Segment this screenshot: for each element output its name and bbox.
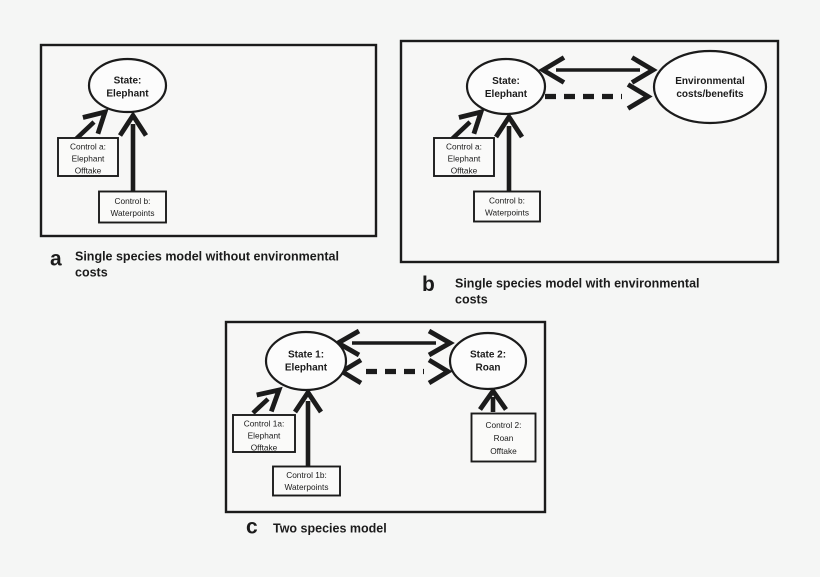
arrow-state-env-solid-right-head — [630, 55, 658, 85]
control-b-label-line1: Control b: — [115, 196, 151, 206]
state1-elephant-node — [264, 330, 348, 392]
control-b-box — [473, 190, 541, 223]
arrow-control-b-to-state-head — [117, 111, 149, 137]
panel-a-letter: a — [50, 248, 62, 271]
state1-label-line2: Elephant — [285, 363, 328, 374]
state-elephant-label-line1: State: — [492, 76, 520, 87]
panel-c-caption: Two species model — [273, 522, 387, 536]
arrow-control-1a-to-state1-shaft — [251, 397, 270, 415]
control-1a-label-line1: Control 1a: — [244, 419, 285, 429]
control-2-label-line2: Roan — [494, 433, 514, 443]
control-1b-label-line1: Control 1b: — [286, 470, 327, 480]
control-a-box — [57, 137, 119, 177]
arrow-control-2-to-state2-head — [478, 386, 508, 411]
arrow-control-a-to-state-shaft — [450, 120, 472, 141]
arrow-states-solid-right-head — [427, 328, 455, 358]
control-a-label-line3: Offtake — [75, 166, 102, 176]
state-elephant-label-line1: State: — [114, 76, 142, 87]
panel-b-caption-line2: costs — [455, 293, 488, 307]
control-2-label-line3: Offtake — [490, 446, 517, 456]
control-b-label-line1: Control b: — [489, 196, 525, 206]
state2-roan-node — [448, 331, 528, 391]
control-a-label-line1: Control a: — [446, 142, 482, 152]
state2-label-line2: Roan — [476, 363, 501, 374]
control-1a-label-line3: Offtake — [251, 443, 278, 453]
state-elephant-node — [87, 57, 168, 114]
control-a-box — [433, 137, 495, 177]
state-elephant-label-line2: Elephant — [106, 89, 149, 100]
environmental-label-line1: Environmental — [675, 76, 745, 87]
panel-c-letter: c — [246, 516, 258, 539]
arrow-state-env-dashed-head — [626, 82, 653, 111]
arrow-states-dashed-right-head — [427, 357, 453, 386]
control-a-label-line1: Control a: — [70, 142, 106, 152]
arrow-control-1a-to-state1-head — [256, 386, 283, 413]
control-b-box — [98, 190, 167, 224]
panel-a-caption-line2: costs — [75, 266, 108, 280]
arrow-state-env-solid-left-head — [538, 55, 566, 85]
control-1a-box — [232, 414, 296, 453]
panel-a: State: Elephant Control a: Elephant Offt… — [39, 43, 378, 280]
panel-b-caption-line1: Single species model with environmental — [455, 277, 700, 291]
arrow-control-1b-to-state1-head — [293, 388, 323, 414]
control-a-label-line2: Elephant — [448, 154, 481, 164]
arrow-control-b-to-state-head — [493, 112, 525, 139]
panel-b: State: Elephant Environmental costs/bene… — [399, 39, 780, 307]
control-2-box — [470, 412, 537, 463]
control-a-label-line3: Offtake — [451, 166, 478, 176]
control-1b-label-line2: Waterpoints — [285, 482, 329, 492]
control-1a-label-line2: Elephant — [248, 431, 281, 441]
panel-a-caption-line1: Single species model without environment… — [75, 250, 339, 264]
state-elephant-label-line2: Elephant — [485, 89, 528, 100]
control-a-label-line2: Elephant — [72, 154, 105, 164]
state-elephant-node — [465, 57, 547, 116]
panel-b-letter: b — [422, 273, 435, 296]
panel-c: State 1: Elephant State 2: Roan Control … — [224, 320, 547, 539]
control-1b-box — [272, 465, 341, 497]
state1-label-line1: State 1: — [288, 350, 324, 361]
arrow-control-a-to-state-shaft — [74, 120, 96, 141]
state2-label-line1: State 2: — [470, 350, 506, 361]
control-b-label-line2: Waterpoints — [111, 208, 155, 218]
control-b-label-line2: Waterpoints — [485, 208, 529, 218]
arrow-control-a-to-state-head — [458, 108, 485, 135]
control-2-label-line1: Control 2: — [486, 420, 522, 430]
environmental-costs-node — [652, 49, 768, 125]
arrow-control-a-to-state-head — [82, 108, 109, 135]
environmental-label-line2: costs/benefits — [676, 89, 744, 100]
